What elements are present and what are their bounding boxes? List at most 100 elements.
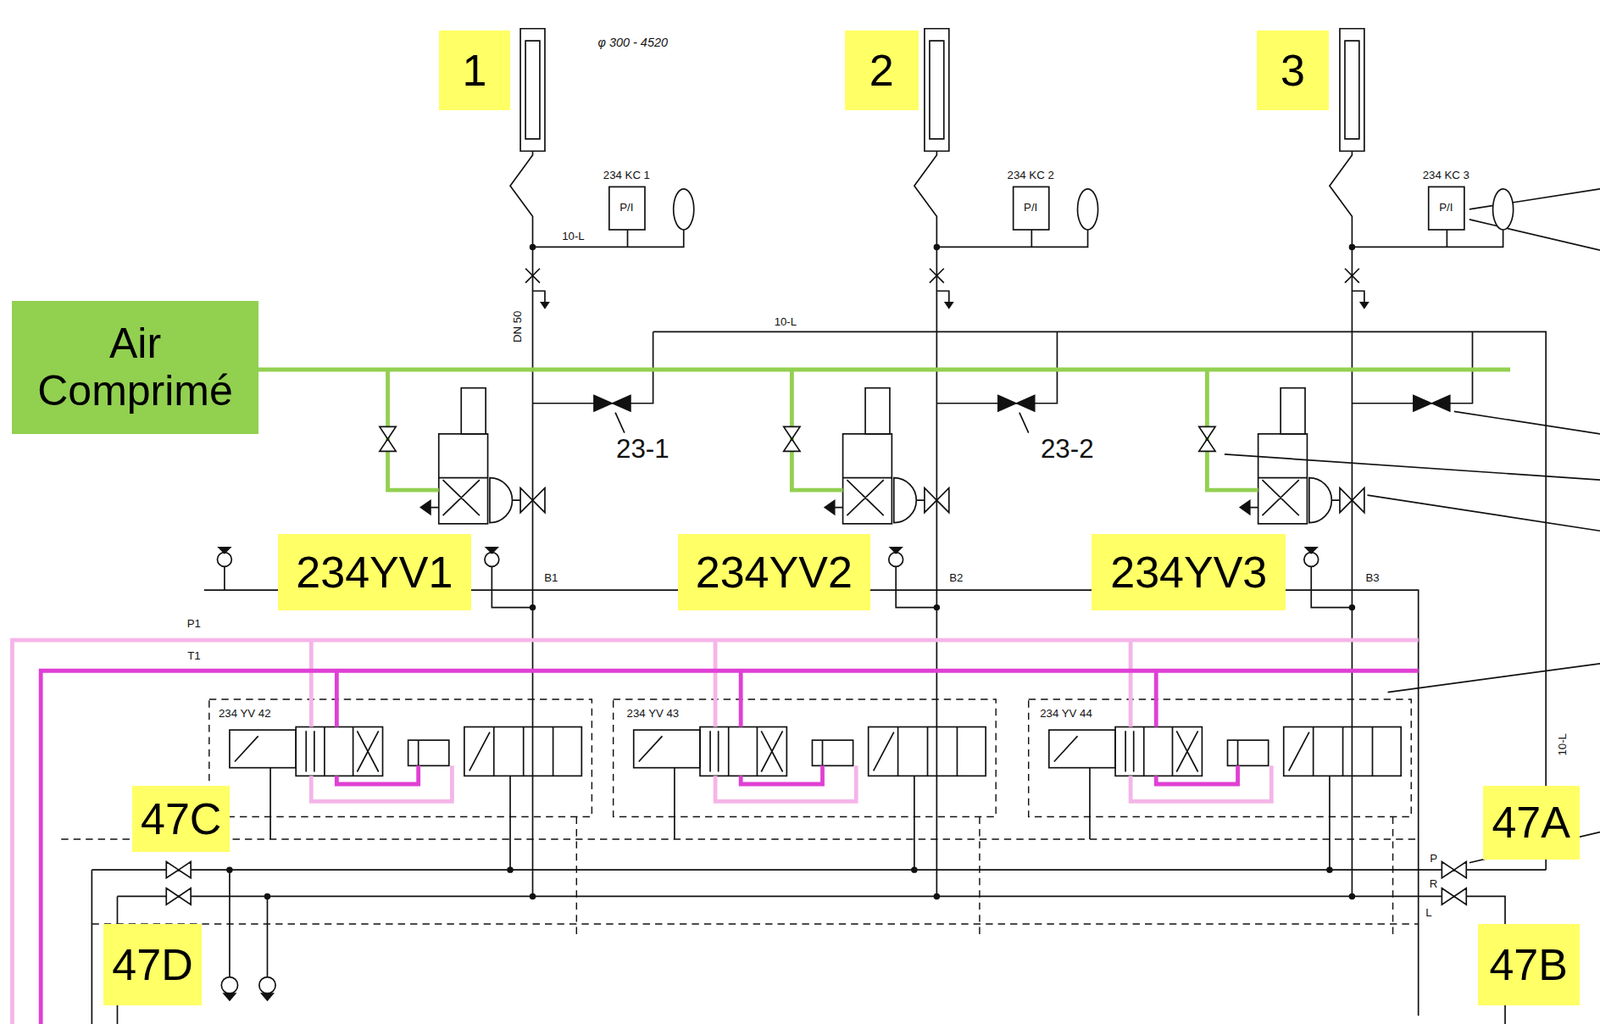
- isolation-valve: [166, 861, 1467, 906]
- valve-block: [234, 727, 1373, 871]
- part-label: 23-2: [1038, 434, 1096, 464]
- dimension-label: φ 300 - 4520: [596, 36, 670, 50]
- pressure-sensor: [609, 186, 645, 230]
- solenoid-valve: [430, 477, 1340, 523]
- pressure-sensor: [1013, 186, 1050, 230]
- callout-box: 234YV3: [1091, 533, 1286, 611]
- check-valve: [221, 977, 238, 994]
- node-text: 1: [461, 45, 487, 95]
- valve-body: [408, 739, 450, 766]
- callout-box: 47A: [1483, 785, 1580, 860]
- pilot-line-light: [11, 639, 1418, 1024]
- pipe: [533, 331, 1547, 870]
- junction-dot: [1327, 866, 1333, 873]
- ball-valve: [520, 488, 1365, 513]
- port-name: L: [1423, 906, 1434, 920]
- leader-line: [1224, 188, 1600, 863]
- valve-body: [868, 727, 986, 777]
- manifold-block: [209, 699, 593, 817]
- port-name: T1: [185, 650, 202, 663]
- solenoid-body: [438, 433, 489, 524]
- solenoid-coil: [865, 388, 890, 434]
- junction-dot: [1349, 893, 1355, 899]
- manifold-block: [1028, 699, 1412, 817]
- check-valve: [1304, 552, 1319, 567]
- check-valve: [259, 977, 276, 994]
- part-label: 234 KC 1: [601, 169, 652, 183]
- junction-dot: [1349, 244, 1355, 250]
- node-text: 3: [1280, 45, 1306, 95]
- hydraulic-lines: [91, 28, 1600, 1024]
- solenoid-coil: [461, 388, 486, 434]
- callout-box: 1: [438, 30, 511, 111]
- callout-box: 47C: [132, 785, 230, 852]
- node-text: 47D: [111, 939, 193, 989]
- valve-body: [1283, 727, 1401, 777]
- dashed-lines: [61, 699, 1418, 934]
- arrow-head: [218, 301, 1369, 1000]
- part-label: 234 YV 43: [625, 707, 682, 721]
- part-label: 23-1: [614, 434, 672, 464]
- restriction: [525, 268, 1365, 303]
- accumulator: [673, 188, 695, 230]
- port-name: P: [1427, 852, 1439, 866]
- junction-dot: [507, 866, 513, 873]
- pipe-label: 10-L: [560, 230, 587, 244]
- sensor-label: P/I: [617, 201, 635, 215]
- part-label: 234 YV 42: [216, 707, 273, 721]
- valve-body: [1049, 729, 1116, 768]
- part-label: 234 KC 2: [1005, 169, 1056, 183]
- sensor-pipe: [533, 229, 1504, 247]
- port-name: P1: [185, 617, 203, 631]
- junction-dot: [933, 604, 939, 610]
- valve-body: [633, 729, 700, 768]
- junction-dot: [911, 866, 917, 873]
- check-valve: [216, 552, 232, 567]
- air-line: [258, 369, 1511, 490]
- valve-body: [1227, 739, 1269, 766]
- sensor-label: P/I: [1437, 201, 1455, 215]
- main-line: [91, 869, 1546, 1024]
- pipe-size: DN 50: [511, 308, 525, 345]
- symbols: [216, 186, 1513, 993]
- callout-box: 3: [1256, 30, 1328, 111]
- pipe-label: 10-L: [772, 316, 800, 329]
- port-name: R: [1427, 877, 1440, 891]
- check-line: [204, 566, 1419, 1016]
- drain-line: [61, 816, 1418, 935]
- check-valve-23: [594, 394, 1450, 412]
- valves: [166, 426, 1467, 905]
- port-name: B1: [542, 572, 560, 585]
- check-valve: [484, 552, 500, 567]
- node-text: 47A: [1491, 797, 1571, 847]
- solenoid-body: [843, 433, 893, 524]
- valve-body: [229, 729, 296, 768]
- valve-body: [464, 727, 582, 777]
- part-label: 234 KC 3: [1421, 169, 1472, 183]
- junction-dot: [529, 604, 535, 610]
- accumulator: [1493, 188, 1514, 230]
- port-name: B2: [947, 572, 965, 585]
- node-text: 234YV3: [1110, 547, 1267, 597]
- supply-box: Air Comprimé: [11, 300, 258, 434]
- junction-dot: [227, 866, 233, 873]
- pilot-line-dark: [40, 670, 1419, 1024]
- node-text: 47C: [140, 794, 222, 844]
- junction-dot: [529, 893, 535, 899]
- junction-dot: [933, 893, 939, 899]
- valve-body: [700, 727, 787, 777]
- manifold-block: [613, 699, 997, 817]
- junction-dot: [1349, 604, 1355, 610]
- junction-dot: [933, 244, 939, 250]
- node-text: 234YV2: [695, 547, 853, 597]
- valve-body: [811, 739, 853, 766]
- part-label: 234 YV 44: [1038, 707, 1095, 721]
- pilot-lines: [11, 639, 1418, 1024]
- node-text: Air Comprimé: [18, 319, 251, 415]
- solenoid-body: [1258, 433, 1308, 524]
- pipe-label: 10-L: [1556, 732, 1570, 759]
